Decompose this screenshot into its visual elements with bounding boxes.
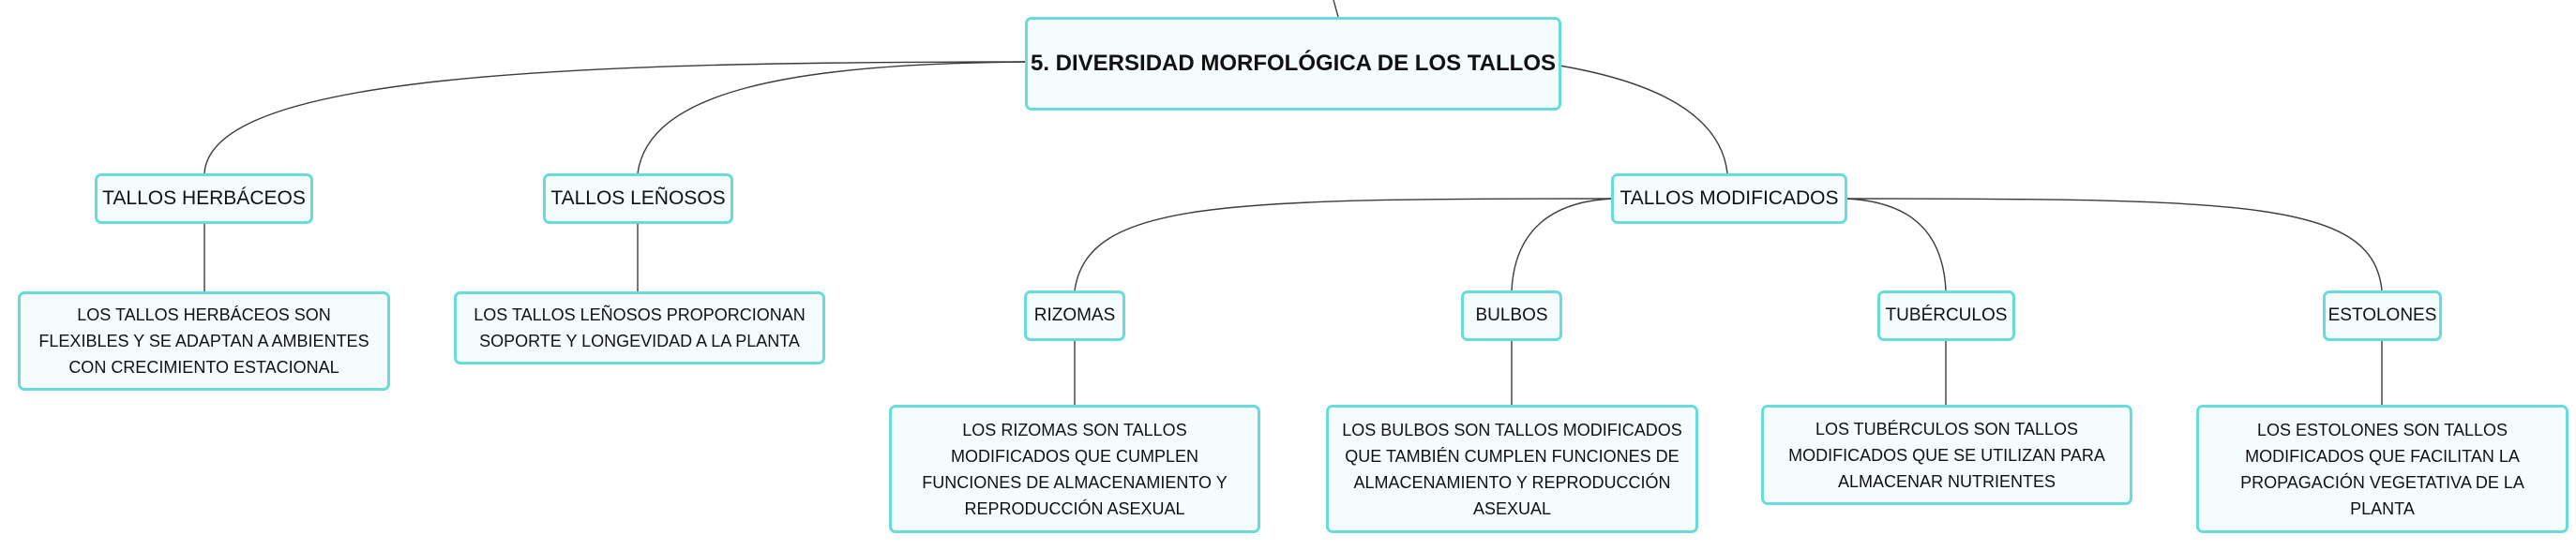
topic-tallos-herbaceos-label: TALLOS HERBÁCEOS xyxy=(102,187,306,209)
topic-tuberculos[interactable]: TUBÉRCULOS xyxy=(1877,290,2015,341)
note-rizomas-text: LOS RIZOMAS SON TALLOS MODIFICADOS QUE C… xyxy=(922,420,1228,518)
topic-tallos-lenosos-label: TALLOS LEÑOSOS xyxy=(550,187,726,209)
topic-tallos-lenosos[interactable]: TALLOS LEÑOSOS xyxy=(543,173,733,224)
root-topic-label: 5. DIVERSIDAD MORFOLÓGICA DE LOS TALLOS xyxy=(1030,51,1556,76)
topic-estolones[interactable]: ESTOLONES xyxy=(2323,290,2442,341)
note-bulbos[interactable]: LOS BULBOS SON TALLOS MODIFICADOS QUE TA… xyxy=(1326,405,1698,533)
connector-root-to-herbaceos xyxy=(203,61,1028,174)
topic-rizomas-label: RIZOMAS xyxy=(1033,305,1116,325)
note-tallos-herbaceos-text: LOS TALLOS HERBÁCEOS SON FLEXIBLES Y SE … xyxy=(38,305,369,377)
note-estolones[interactable]: LOS ESTOLONES SON TALLOS MODIFICADOS QUE… xyxy=(2196,405,2568,533)
note-tallos-herbaceos[interactable]: LOS TALLOS HERBÁCEOS SON FLEXIBLES Y SE … xyxy=(18,291,390,391)
root-topic[interactable]: 5. DIVERSIDAD MORFOLÓGICA DE LOS TALLOS xyxy=(1025,17,1561,111)
note-tallos-lenosos[interactable]: LOS TALLOS LEÑOSOS PROPORCIONAN SOPORTE … xyxy=(454,291,825,364)
connector-root-to-modificados xyxy=(1559,65,1728,174)
connector-modificados-to-tuberculos xyxy=(1845,198,1947,291)
topic-bulbos[interactable]: BULBOS xyxy=(1461,290,1562,341)
topic-estolones-label: ESTOLONES xyxy=(2327,305,2437,325)
note-tuberculos-text: LOS TUBÉRCULOS SON TALLOS MODIFICADOS QU… xyxy=(1788,419,2105,491)
note-tallos-lenosos-text: LOS TALLOS LEÑOSOS PROPORCIONAN SOPORTE … xyxy=(474,305,806,350)
connector-modificados-to-rizomas xyxy=(1074,198,1614,291)
note-bulbos-text: LOS BULBOS SON TALLOS MODIFICADOS QUE TA… xyxy=(1342,420,1682,518)
topic-tuberculos-label: TUBÉRCULOS xyxy=(1885,305,2008,325)
topic-tallos-herbaceos[interactable]: TALLOS HERBÁCEOS xyxy=(95,173,313,224)
connector-modificados-to-estolones xyxy=(1845,198,2383,291)
topic-tallos-modificados[interactable]: TALLOS MODIFICADOS xyxy=(1611,173,1847,224)
note-rizomas[interactable]: LOS RIZOMAS SON TALLOS MODIFICADOS QUE C… xyxy=(889,405,1260,533)
topic-tallos-modificados-label: TALLOS MODIFICADOS xyxy=(1619,187,1839,209)
connector-root-to-lenosos xyxy=(637,61,1028,174)
topic-bulbos-label: BULBOS xyxy=(1475,305,1548,325)
note-tuberculos[interactable]: LOS TUBÉRCULOS SON TALLOS MODIFICADOS QU… xyxy=(1761,405,2132,505)
connector-modificados-to-bulbos xyxy=(1511,198,1614,291)
note-estolones-text: LOS ESTOLONES SON TALLOS MODIFICADOS QUE… xyxy=(2240,420,2524,518)
connector-parent-to-root xyxy=(1333,0,1339,18)
topic-rizomas[interactable]: RIZOMAS xyxy=(1024,290,1125,341)
